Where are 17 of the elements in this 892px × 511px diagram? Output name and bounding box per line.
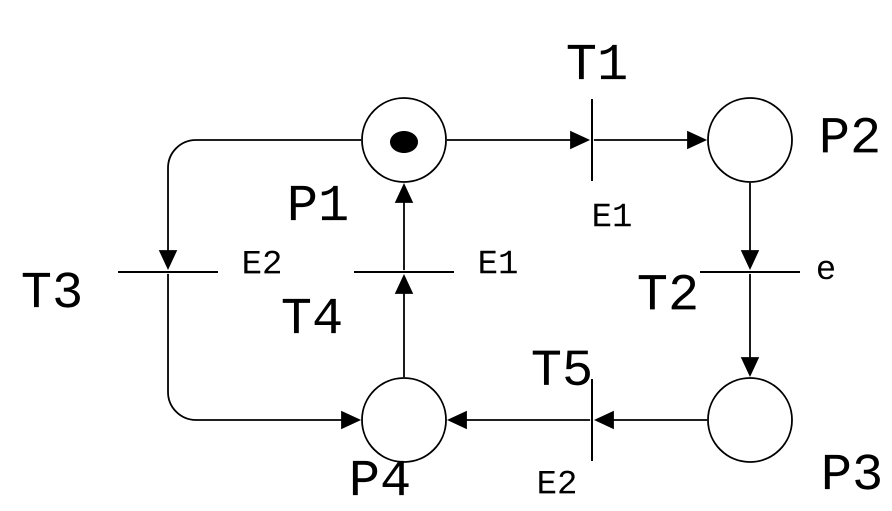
place-label: P4 bbox=[352, 460, 409, 496]
transition-label: T4 bbox=[282, 298, 341, 334]
transition-label: T2 bbox=[638, 274, 696, 310]
event-label: E2 bbox=[539, 470, 575, 494]
event-label: E2 bbox=[244, 250, 280, 274]
place-label: P3 bbox=[824, 454, 880, 490]
event-label: e bbox=[818, 260, 834, 280]
transition-label: T3 bbox=[22, 272, 80, 308]
place-circle bbox=[707, 377, 793, 463]
place-circle bbox=[707, 97, 793, 183]
place-circle bbox=[361, 97, 447, 183]
place-label: P2 bbox=[822, 118, 878, 152]
event-label: E1 bbox=[594, 204, 631, 226]
transition-label: T5 bbox=[532, 350, 590, 386]
event-label: E1 bbox=[480, 250, 517, 274]
transition-label: T1 bbox=[568, 44, 626, 80]
place-label: P1 bbox=[290, 186, 347, 220]
